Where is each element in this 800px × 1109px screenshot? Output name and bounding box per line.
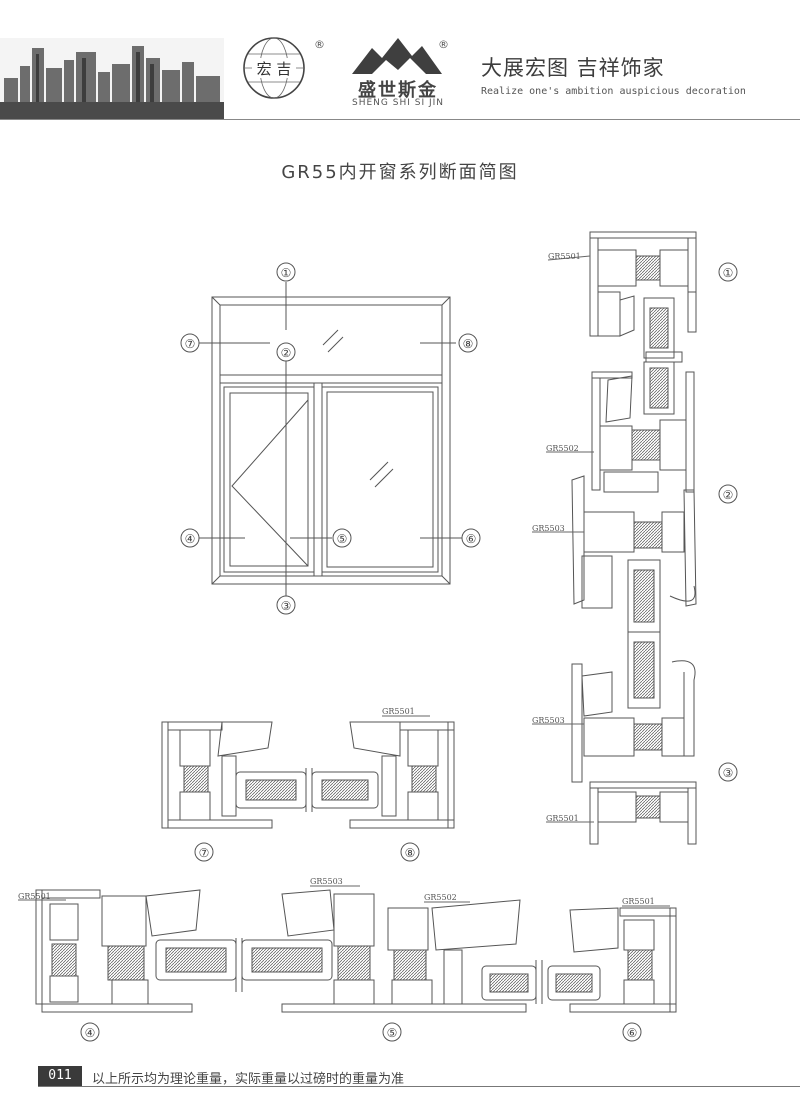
section-7-label: ⑦ bbox=[194, 842, 214, 862]
city-skyline-image bbox=[0, 38, 224, 120]
svg-text:③: ③ bbox=[281, 599, 292, 613]
svg-text:GR5503: GR5503 bbox=[532, 716, 565, 725]
registered-mark: ® bbox=[314, 38, 325, 51]
svg-text:GR5501: GR5501 bbox=[548, 252, 581, 261]
callout-6: ⑥ bbox=[461, 528, 481, 548]
brand-logo: 盛世斯金 SHENG SHI SI JIN bbox=[338, 34, 458, 108]
slogan-english: Realize one's ambition auspicious decora… bbox=[481, 86, 746, 97]
footer-divider bbox=[38, 1086, 800, 1087]
svg-text:GR5502: GR5502 bbox=[546, 444, 579, 453]
mountain-emblem bbox=[352, 38, 442, 74]
elevation-callouts: ① ② ③ ④ ⑤ ⑥ ⑦ ⑧ bbox=[180, 262, 481, 615]
svg-text:①: ① bbox=[723, 266, 734, 280]
svg-text:GR5501: GR5501 bbox=[622, 897, 655, 906]
footer-note: 以上所示均为理论重量，实际重量以过磅时的重量为准 bbox=[92, 1072, 405, 1087]
svg-text:②: ② bbox=[723, 488, 734, 502]
section-7-profile bbox=[161, 721, 307, 829]
slogan-chinese: 大展宏图 吉祥饰家 bbox=[481, 56, 665, 80]
section-1-profile bbox=[589, 231, 697, 363]
callout-7: ⑦ bbox=[180, 333, 200, 353]
svg-text:GR5501: GR5501 bbox=[546, 814, 579, 823]
page-footer: 011 以上所示均为理论重量，实际重量以过磅时的重量为准 bbox=[0, 1066, 800, 1088]
brand-pinyin: SHENG SHI SI JIN bbox=[352, 98, 444, 108]
svg-text:GR5503: GR5503 bbox=[310, 877, 343, 886]
svg-text:④: ④ bbox=[185, 532, 196, 546]
svg-text:⑧: ⑧ bbox=[463, 337, 474, 351]
svg-text:GR5501: GR5501 bbox=[382, 707, 415, 716]
svg-text:GR5501: GR5501 bbox=[18, 892, 51, 901]
svg-text:⑧: ⑧ bbox=[405, 846, 416, 860]
brand-name: 盛世斯金 bbox=[358, 80, 438, 101]
section-6-label: GR5501 ⑥ bbox=[622, 897, 670, 1042]
page-header: 宏 吉 ® 盛世斯金 SHENG SHI SI JIN ® 大展宏图 吉祥饰家 … bbox=[0, 0, 800, 120]
svg-text:⑥: ⑥ bbox=[466, 532, 477, 546]
section-2-label: GR5502 GR5503 ② bbox=[532, 444, 738, 533]
section-3-label: GR5503 GR5501 ③ bbox=[532, 716, 738, 823]
section-2-profile bbox=[571, 361, 697, 633]
section-1-label: GR5501 ① bbox=[547, 252, 738, 282]
svg-text:④: ④ bbox=[85, 1026, 96, 1040]
svg-text:②: ② bbox=[281, 346, 292, 360]
section-5-profile bbox=[241, 889, 543, 1013]
globe-logo: 宏 吉 bbox=[243, 37, 305, 99]
section-6-profile bbox=[547, 907, 677, 1013]
section-8-label: GR5501 ⑧ bbox=[382, 707, 430, 862]
callout-3: ③ bbox=[276, 595, 296, 615]
section-4-label: GR5501 ④ bbox=[18, 892, 100, 1042]
callout-2: ② bbox=[276, 342, 296, 362]
svg-text:③: ③ bbox=[723, 766, 734, 780]
callout-4: ④ bbox=[180, 528, 200, 548]
globe-logo-text: 宏 吉 bbox=[257, 60, 292, 78]
section-8-profile bbox=[305, 721, 455, 829]
header-divider bbox=[0, 119, 800, 120]
svg-text:⑤: ⑤ bbox=[387, 1026, 398, 1040]
svg-text:⑦: ⑦ bbox=[185, 337, 196, 351]
callout-1: ① bbox=[276, 262, 296, 282]
section-5-label: GR5503 GR5502 ⑤ bbox=[310, 877, 470, 1042]
callout-5: ⑤ bbox=[332, 528, 352, 548]
svg-text:⑥: ⑥ bbox=[627, 1026, 638, 1040]
section-4-profile bbox=[35, 889, 243, 1013]
callout-8: ⑧ bbox=[458, 333, 478, 353]
registered-mark-2: ® bbox=[438, 38, 449, 51]
svg-text:⑤: ⑤ bbox=[337, 532, 348, 546]
section-3-profile bbox=[571, 631, 697, 845]
page-title: GR55内开窗系列断面简图 bbox=[281, 162, 519, 183]
svg-text:GR5503: GR5503 bbox=[532, 524, 565, 533]
svg-text:⑦: ⑦ bbox=[199, 846, 210, 860]
page-number: 011 bbox=[38, 1066, 82, 1086]
window-elevation bbox=[198, 282, 462, 596]
svg-text:GR5502: GR5502 bbox=[424, 893, 457, 902]
svg-text:①: ① bbox=[281, 266, 292, 280]
